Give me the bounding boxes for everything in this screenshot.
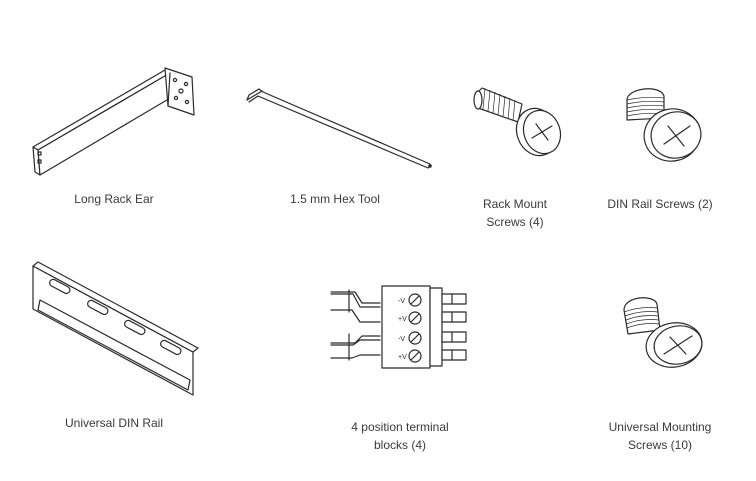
universal-mounting-screws-label: Universal Mounting Screws (10) — [608, 420, 712, 452]
terminal-blocks-label: 4 position terminal blocks (4) — [351, 420, 449, 452]
svg-text:+V: +V — [398, 354, 407, 361]
universal-din-rail-label: Universal DIN Rail — [64, 416, 164, 430]
svg-text:-V: -V — [398, 336, 405, 343]
svg-text:-V: -V — [398, 298, 405, 305]
long-rack-ear-label: Long Rack Ear — [74, 192, 154, 206]
hex-tool-label: 1.5 mm Hex Tool — [290, 192, 380, 206]
din-rail-screws-label: DIN Rail Screws (2) — [607, 197, 713, 211]
rack-mount-screws-label: Rack Mount Screws (4) — [482, 197, 548, 229]
svg-text:+V: +V — [398, 316, 407, 323]
